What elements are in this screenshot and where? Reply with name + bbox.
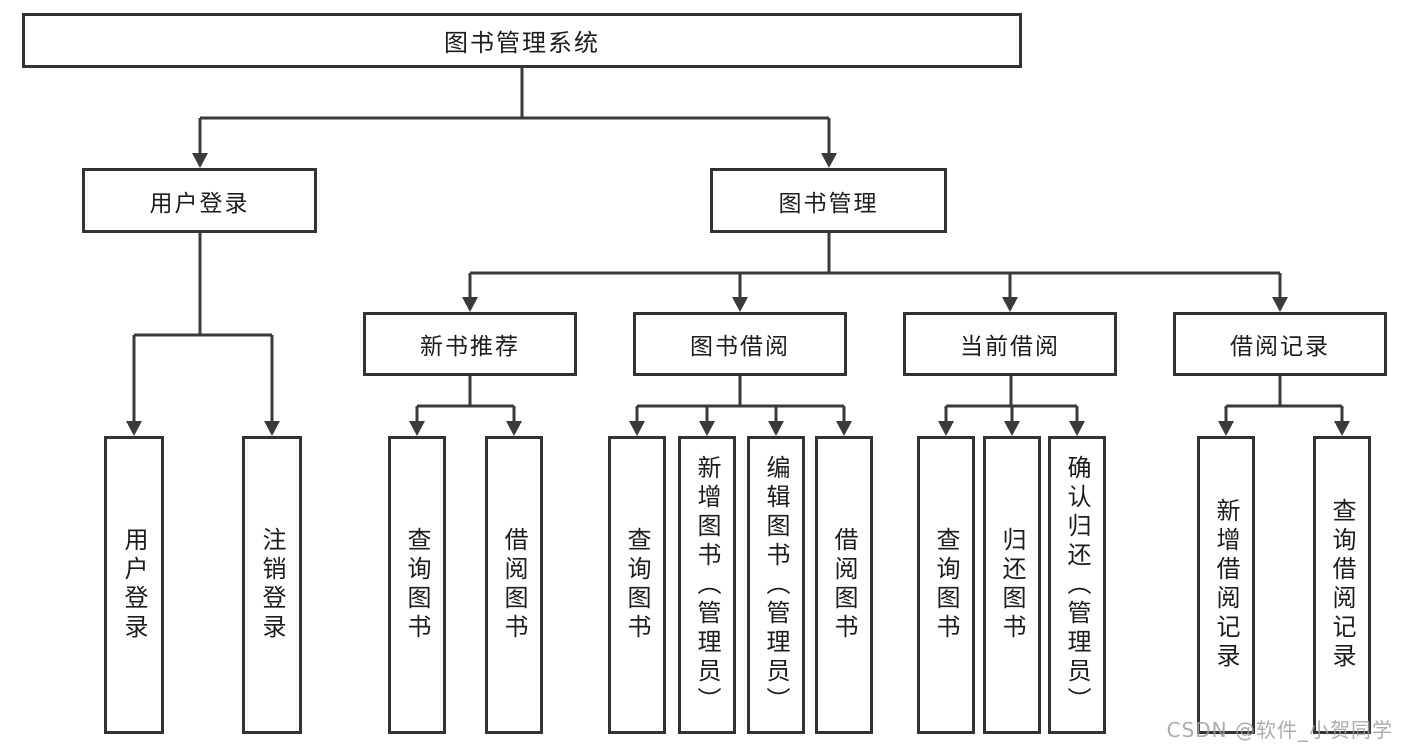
node-label: 借阅图书: [500, 527, 528, 643]
leaf-logout: 注销登录: [242, 436, 302, 734]
leaf-query-books-recommend: 查询图书: [388, 436, 446, 734]
node-label: 编辑图书（管理员）: [762, 454, 790, 716]
node-new-book-recommend: 新书推荐: [363, 312, 577, 376]
node-label: 查询图书: [623, 527, 651, 643]
node-label: 新增图书（管理员）: [693, 454, 721, 716]
node-label: 借阅记录: [1230, 334, 1330, 360]
node-current-borrow: 当前借阅: [903, 312, 1117, 376]
leaf-borrow-books: 借阅图书: [815, 436, 873, 734]
node-label: 查询借阅记录: [1328, 498, 1356, 672]
leaf-borrow-books-recommend: 借阅图书: [485, 436, 543, 734]
leaf-add-borrow-record: 新增借阅记录: [1197, 436, 1255, 734]
node-borrow-record: 借阅记录: [1173, 312, 1387, 376]
leaf-user-login: 用户登录: [104, 436, 164, 734]
node-label: 归还图书: [998, 527, 1026, 643]
connector-path: [415, 376, 516, 423]
leaf-confirm-return-admin: 确认归还（管理员）: [1048, 436, 1106, 734]
leaf-query-books-current: 查询图书: [917, 436, 975, 734]
node-label: 图书管理系统: [444, 29, 600, 57]
connector-path: [944, 376, 1079, 423]
node-library-system: 图书管理系统: [22, 13, 1022, 68]
node-label: 新书推荐: [420, 334, 520, 360]
node-label: 用户登录: [149, 190, 250, 217]
leaf-query-borrow-record: 查询借阅记录: [1313, 436, 1371, 734]
node-label: 图书管理: [778, 190, 879, 217]
connector-path: [198, 68, 831, 155]
node-label: 确认归还（管理员）: [1063, 454, 1091, 716]
node-user-login-group: 用户登录: [82, 168, 317, 233]
node-label: 当前借阅: [960, 334, 1060, 360]
leaf-query-books-borrow: 查询图书: [608, 436, 666, 734]
leaf-return-book: 归还图书: [983, 436, 1041, 734]
node-label: 新增借阅记录: [1212, 498, 1240, 672]
node-book-borrow: 图书借阅: [633, 312, 847, 376]
csdn-watermark: CSDN @软件_小贺同学: [1166, 718, 1393, 742]
connector-path: [132, 233, 274, 423]
node-label: 注销登录: [258, 527, 286, 643]
leaf-add-book-admin: 新增图书（管理员）: [678, 436, 736, 734]
connector-path: [1224, 376, 1344, 423]
node-label: 借阅图书: [830, 527, 858, 643]
node-label: 查询图书: [932, 527, 960, 643]
connector-path: [635, 376, 846, 423]
connector-path: [468, 233, 1282, 299]
node-label: 用户登录: [120, 527, 148, 643]
node-label: 查询图书: [403, 527, 431, 643]
node-book-management: 图书管理: [710, 168, 947, 233]
node-label: 图书借阅: [690, 334, 790, 360]
leaf-edit-book-admin: 编辑图书（管理员）: [747, 436, 805, 734]
